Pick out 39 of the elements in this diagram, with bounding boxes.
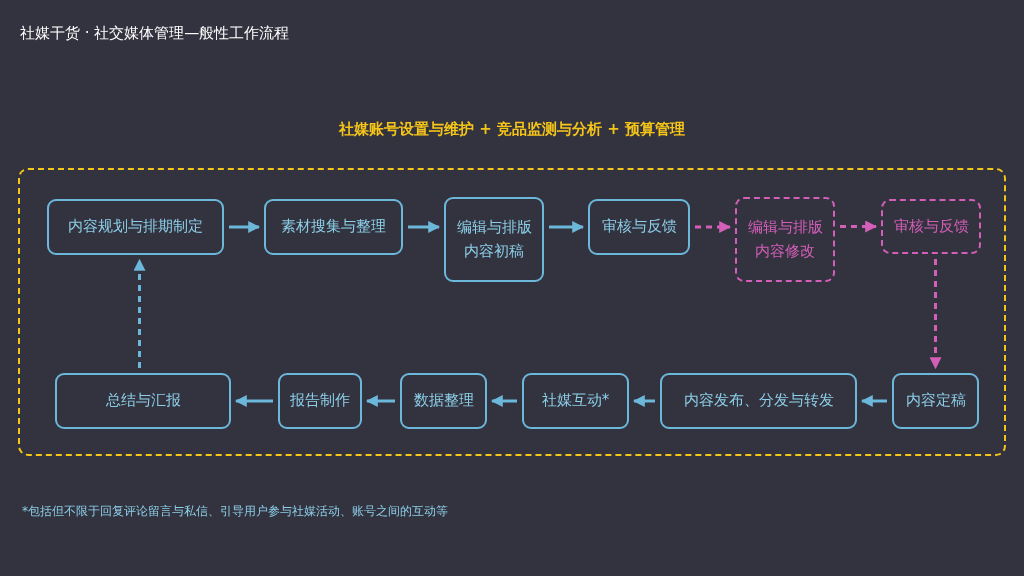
arrow	[840, 220, 878, 233]
group-heading: 社媒账号设置与维护 + 竞品监测与分析 + 预算管理	[338, 120, 686, 139]
process-box	[881, 199, 981, 254]
arrow	[365, 395, 395, 407]
step-label: 内容发布、分发与转发	[683, 390, 834, 412]
arrow	[408, 221, 441, 233]
step-label: 总结与汇报	[105, 390, 181, 412]
process-box	[278, 373, 362, 429]
process-box	[47, 199, 224, 255]
arrow	[229, 221, 261, 233]
step-label: 内容定稿	[905, 390, 966, 412]
process-box	[660, 373, 857, 429]
process-box	[444, 197, 544, 282]
step-label: 数据整理	[413, 390, 474, 412]
process-box	[55, 373, 231, 429]
process-box	[264, 199, 403, 255]
step-label: 素材搜集与整理	[281, 216, 386, 238]
arrow	[695, 221, 732, 233]
arrow	[490, 395, 517, 407]
process-box	[522, 373, 629, 429]
arrow	[234, 395, 273, 407]
footnote: *包括但不限于回复评论留言与私信、引导用户参与社媒活动、账号之间的互动等	[22, 503, 448, 520]
process-box	[735, 197, 835, 282]
step-label: 审核与反馈	[601, 216, 677, 238]
arrow	[632, 395, 655, 407]
arrow	[549, 221, 585, 233]
arrow	[929, 259, 942, 370]
arrow	[133, 258, 146, 368]
step-label: 审核与反馈	[893, 215, 969, 237]
arrow	[860, 395, 887, 407]
step-label: 内容规划与排期制定	[68, 216, 203, 238]
step-label: 社媒互动*	[541, 390, 610, 412]
step-label: 编辑与排版内容初稿	[455, 217, 533, 262]
process-box	[892, 373, 979, 429]
step-label: 报告制作	[290, 390, 350, 412]
process-box	[400, 373, 487, 429]
process-box	[588, 199, 690, 255]
step-label: 编辑与排版内容修改	[746, 217, 824, 262]
diagram-title: 社媒干货 · 社交媒体管理—般性工作流程	[20, 24, 290, 43]
